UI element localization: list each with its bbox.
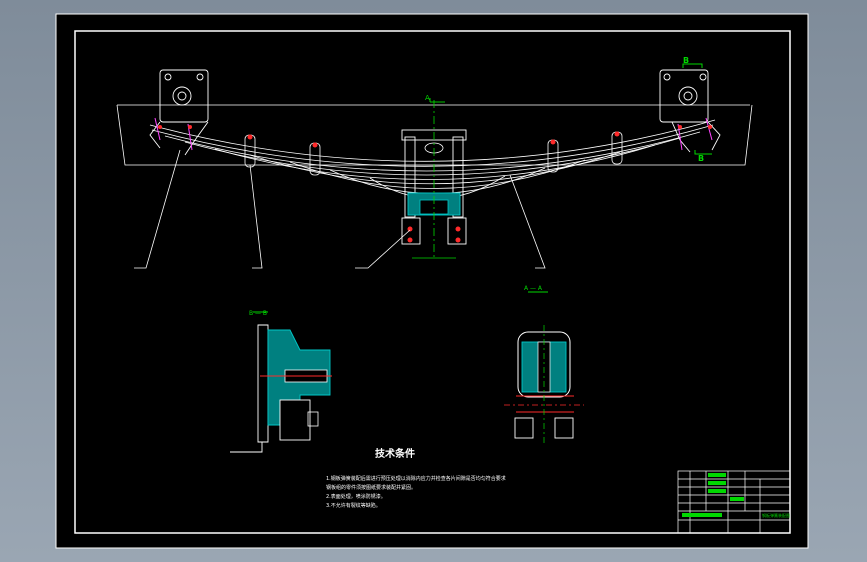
notes-line-4: 3.不允许有裂纹等缺陷。	[326, 502, 381, 509]
notes-title: 技术条件	[375, 447, 415, 460]
clip-bolt-heads	[247, 131, 620, 148]
notes-line-3: 2.表面处理，喷涂防锈漆。	[326, 493, 386, 500]
leaf-spring-stack	[149, 119, 716, 199]
section-b-b-detail	[230, 311, 332, 453]
drawing-sheet	[55, 13, 809, 549]
notes-line-2: 钢板组的零件须按图纸要求装配并紧固。	[326, 484, 416, 491]
title-block-fill	[682, 473, 744, 517]
title-block	[677, 470, 791, 534]
frame-rail	[116, 104, 753, 166]
section-a-a-title: A — A	[524, 285, 543, 292]
center-u-bolt-assembly	[401, 100, 467, 260]
shackle-pins	[158, 125, 712, 129]
notes-line-1: 1.钢板弹簧装配后需进行预压处理以消除内应力并检查各片间隙是否均匀符合要求	[326, 475, 506, 482]
section-a-a-detail	[504, 291, 584, 445]
view-marker-b	[682, 63, 712, 155]
technical-notes: 技术条件 1.钢板弹簧装配后需进行预压处理以消除内应力并检查各片间隙是否均匀符合…	[326, 447, 506, 509]
section-label-a: A	[425, 94, 430, 102]
leader-lines	[134, 149, 546, 269]
view-label-b-bottom: B	[698, 154, 704, 163]
drawing-title: 钢板弹簧装配图	[762, 512, 790, 518]
front-bracket	[149, 69, 209, 156]
drawing-border	[74, 30, 791, 534]
section-line-a	[429, 98, 445, 103]
section-b-b-title: B — B	[249, 310, 267, 317]
view-label-b-top: B	[683, 56, 689, 65]
